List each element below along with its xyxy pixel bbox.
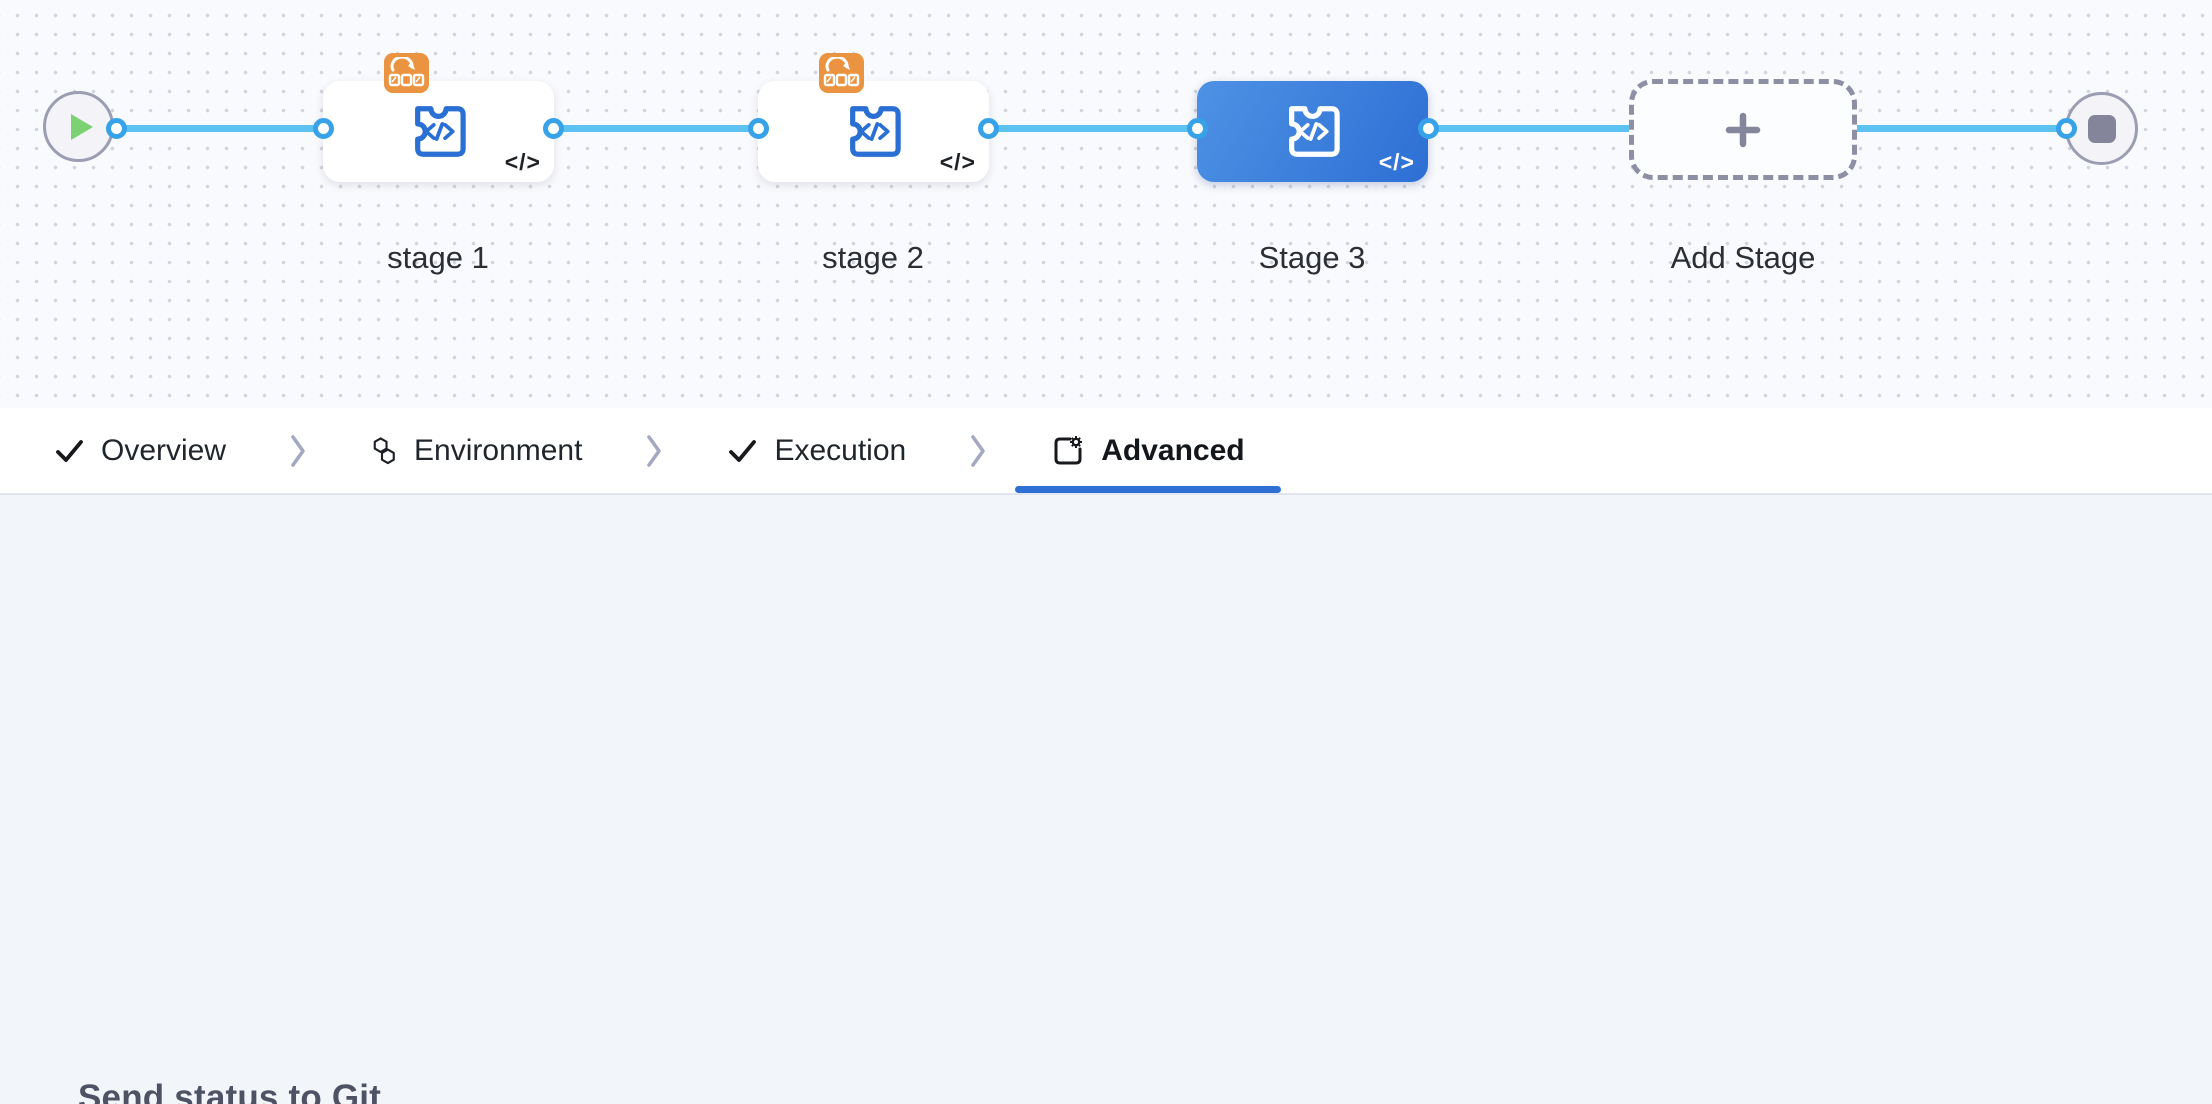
- advanced-tab-content: Send status to Git For pipelines trigger…: [0, 495, 2212, 1104]
- stop-icon: [2087, 114, 2116, 143]
- rolling-deployment-badge-icon: [819, 53, 864, 93]
- stage-card-stage-3-selected[interactable]: </>: [1197, 81, 1428, 182]
- add-stage-button[interactable]: [1629, 79, 1857, 180]
- play-icon: [70, 113, 93, 140]
- rolling-deployment-badge-icon: [384, 53, 429, 93]
- section-title: Send status to Git: [78, 1078, 382, 1104]
- add-stage-label[interactable]: Add Stage: [1670, 240, 1816, 275]
- connector-port[interactable]: [543, 118, 564, 139]
- tab-environment[interactable]: Environment: [325, 408, 628, 493]
- chevron-right-icon: [290, 433, 307, 469]
- stage-card-stage-2[interactable]: </>: [758, 81, 989, 182]
- custom-stage-icon: [850, 106, 901, 157]
- stage-label[interactable]: stage 1: [387, 240, 489, 275]
- active-tab-underline: [1015, 486, 1281, 493]
- tab-execution[interactable]: Execution: [681, 408, 952, 493]
- stage-config-tabbar: Overview Environment Execution: [0, 408, 2212, 495]
- tab-label: Execution: [774, 433, 907, 467]
- plus-icon: [1725, 112, 1761, 147]
- stage-label[interactable]: stage 2: [822, 240, 924, 275]
- stage-card-stage-1[interactable]: </>: [323, 81, 554, 182]
- tab-label: Advanced: [1101, 433, 1245, 467]
- chevron-right-icon: [970, 433, 987, 469]
- tab-overview[interactable]: Overview: [8, 408, 272, 493]
- advanced-settings-icon: [1054, 435, 1083, 464]
- connector-port[interactable]: [2056, 118, 2077, 139]
- tab-label: Overview: [101, 433, 227, 467]
- code-view-icon[interactable]: </>: [1378, 149, 1415, 175]
- pipeline-start-node[interactable]: [43, 91, 114, 162]
- code-view-icon[interactable]: </>: [939, 149, 976, 175]
- custom-stage-icon: [415, 106, 466, 157]
- pipeline-connector-line: [116, 125, 2066, 132]
- hexagons-environment-icon: [373, 436, 395, 464]
- tab-advanced[interactable]: Advanced: [1005, 408, 1290, 493]
- connector-port[interactable]: [1187, 118, 1208, 139]
- code-view-icon[interactable]: </>: [504, 149, 541, 175]
- custom-stage-icon: [1289, 106, 1340, 157]
- tab-label: Environment: [414, 433, 583, 467]
- connector-port[interactable]: [978, 118, 999, 139]
- connector-port[interactable]: [313, 118, 334, 139]
- pipeline-end-node[interactable]: [2065, 92, 2138, 165]
- connector-port[interactable]: [1418, 118, 1439, 139]
- pipeline-canvas[interactable]: </> </> </>: [0, 0, 2212, 409]
- check-icon: [729, 439, 757, 462]
- chevron-right-icon: [646, 433, 663, 469]
- stage-label[interactable]: Stage 3: [1258, 240, 1366, 275]
- connector-port[interactable]: [106, 118, 127, 139]
- check-icon: [56, 439, 83, 462]
- connector-port[interactable]: [748, 118, 769, 139]
